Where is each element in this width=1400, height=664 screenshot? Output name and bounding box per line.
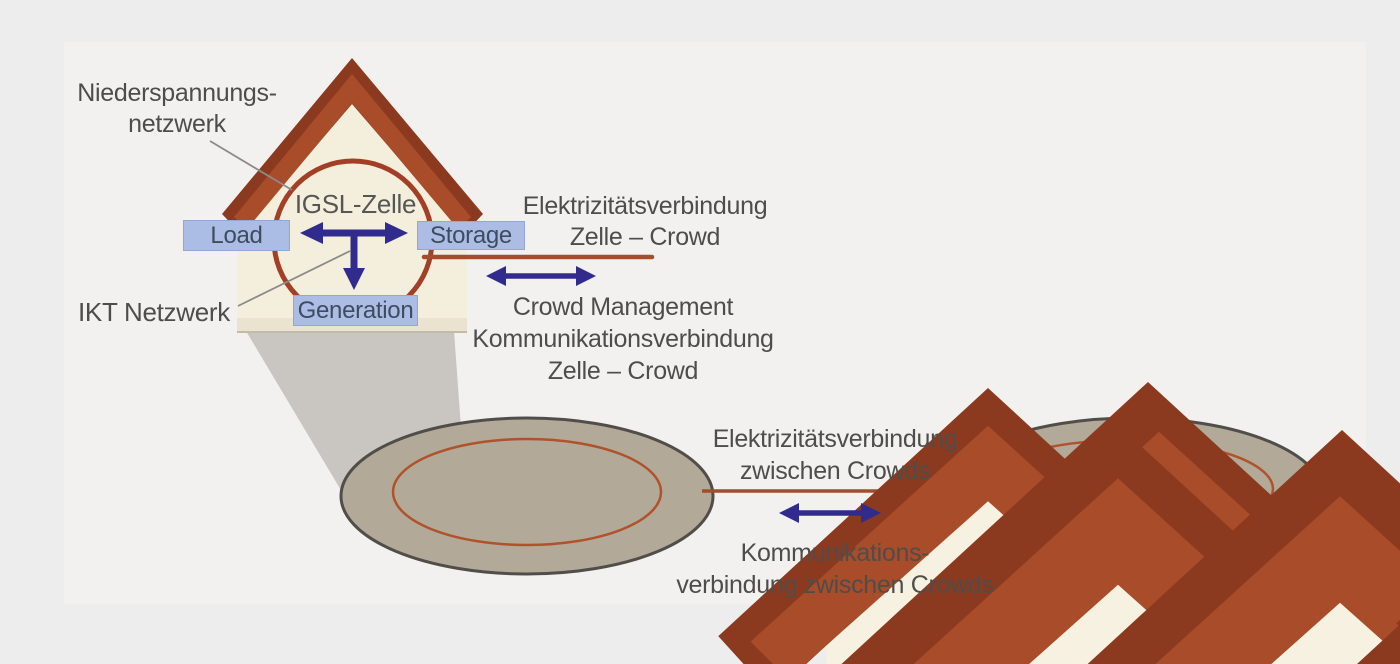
- label-electricity-between-crowds: Elektrizitätsverbindung zwischen Crowds: [700, 423, 970, 487]
- label-crowd-management: Crowd Management Kommunikationsverbindun…: [453, 291, 793, 387]
- left-crowd-platform: [339, 416, 715, 576]
- communication-arrow-between-crowds: [779, 503, 881, 523]
- label-electricity-cell-crowd: Elektrizitätsverbindung Zelle – Crowd: [510, 191, 780, 253]
- leader-line-ict: [237, 250, 351, 307]
- node-storage: Storage: [417, 221, 525, 250]
- label-low-voltage-line2: netzwerk: [128, 110, 226, 138]
- label-communication-between-crowds: Kommunikations- verbindung zwischen Crow…: [655, 537, 1015, 601]
- label-crowd-management-line3: Zelle – Crowd: [547, 357, 699, 385]
- left-crowd-grid-ring: [391, 437, 663, 547]
- label-electricity-between-crowds-line2: zwischen Crowds: [739, 457, 930, 485]
- label-electricity-between-crowds-line1: Elektrizitätsverbindung: [712, 425, 958, 453]
- label-low-voltage-network: Niederspannungs- netzwerk: [62, 78, 292, 140]
- label-electricity-cell-crowd-line1: Elektrizitätsverbindung: [522, 192, 768, 220]
- label-low-voltage-line1: Niederspannungs-: [77, 79, 277, 107]
- communication-arrow-cell-crowd: [486, 266, 596, 286]
- label-communication-between-crowds-line2: verbindung zwischen Crowds: [676, 571, 994, 599]
- cell-energy-flow-arrows: [300, 222, 408, 290]
- leader-line-low-voltage: [209, 140, 293, 191]
- label-ict-network: IKT Netzwerk: [78, 297, 230, 327]
- label-crowd-management-line2: Kommunikationsverbindung: [472, 325, 774, 353]
- label-electricity-cell-crowd-line2: Zelle – Crowd: [569, 223, 721, 251]
- label-igsl-cell: IGSL-Zelle: [294, 189, 417, 219]
- roof-front-face: [234, 74, 471, 229]
- label-crowd-management-line1: Crowd Management: [512, 293, 734, 321]
- node-load: Load: [183, 220, 290, 251]
- label-communication-between-crowds-line1: Kommunikations-: [740, 539, 930, 567]
- node-generation: Generation: [293, 295, 418, 326]
